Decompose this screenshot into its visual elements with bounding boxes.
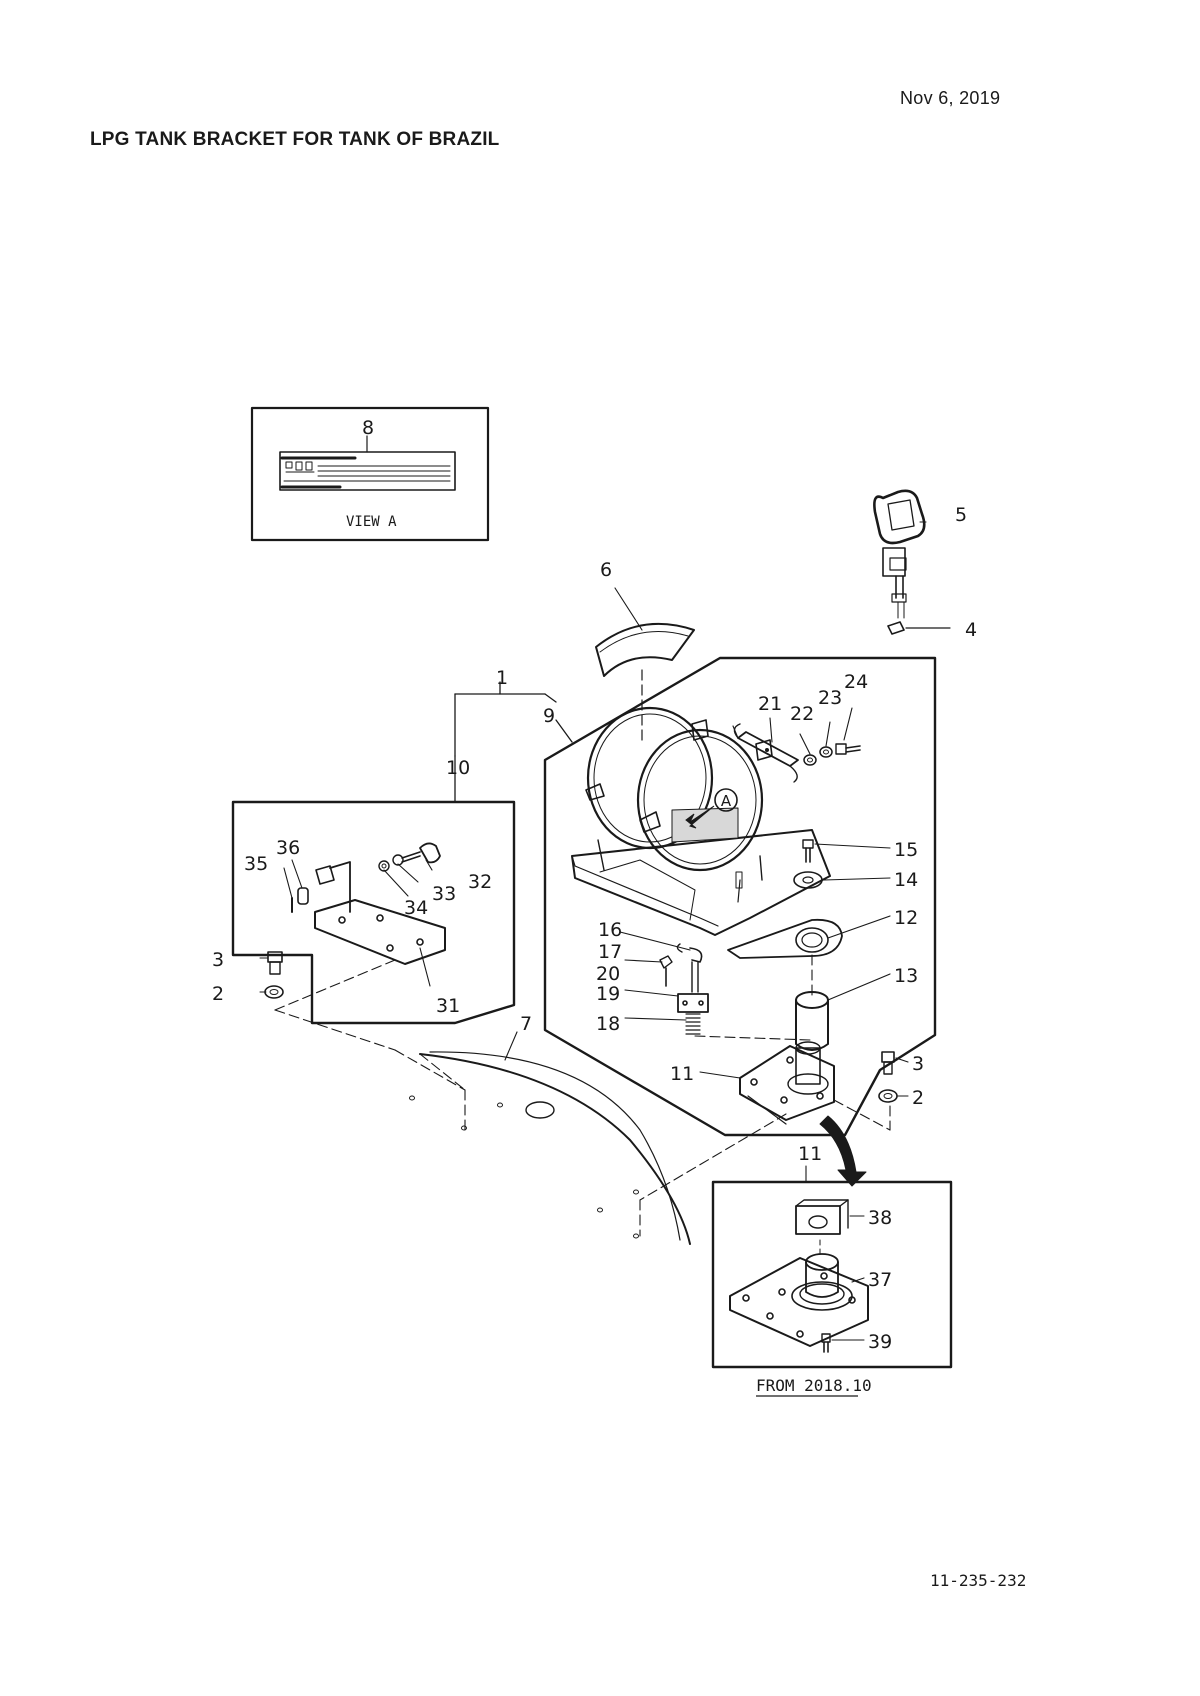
assembly-center-lines	[274, 954, 891, 1237]
callout-39: 39	[868, 1331, 892, 1353]
part-15-screw	[802, 839, 814, 863]
callout-7: 7	[520, 1013, 532, 1035]
callout-34: 34	[404, 897, 428, 919]
callout-3-left: 3	[212, 949, 224, 971]
callout-16: 16	[598, 919, 622, 941]
part-22-washer	[803, 754, 817, 766]
part-32-knob-bolt	[401, 842, 441, 864]
callout-2-left: 2	[212, 983, 224, 1005]
part-23-nut	[819, 746, 833, 758]
part-36-cap	[297, 887, 309, 905]
part-2-washer-right	[878, 1089, 898, 1103]
detail-caption: FROM 2018.10	[756, 1376, 872, 1395]
part-38-cap	[795, 1199, 849, 1257]
leader-lines	[259, 521, 927, 1341]
part-33-nut	[392, 854, 404, 866]
callout-23: 23	[818, 687, 842, 709]
document-date: Nov 6, 2019	[900, 88, 1001, 108]
callout-13: 13	[894, 965, 918, 987]
callout-35: 35	[244, 853, 268, 875]
part-34-washer	[378, 860, 390, 872]
part-9-tank-bracket	[571, 706, 843, 959]
callout-36: 36	[276, 837, 300, 859]
callout-22: 22	[790, 703, 814, 725]
callout-11-detail: 11	[798, 1143, 822, 1165]
label-plate-illustration	[279, 451, 456, 491]
callout-24: 24	[844, 671, 868, 693]
callout-3-right: 3	[912, 1053, 924, 1075]
callout-1: 1	[496, 667, 508, 689]
part-21-strap-plate	[733, 723, 799, 783]
callout-11-main: 11	[670, 1063, 694, 1085]
part-3-bolt-right	[881, 1051, 895, 1075]
callout-38: 38	[868, 1207, 892, 1229]
callout-31: 31	[436, 995, 460, 1017]
part-1-bracket	[454, 681, 573, 803]
part-31-bracket	[314, 861, 446, 965]
part-4-pin-clip	[887, 621, 951, 635]
callout-20: 20	[596, 963, 620, 985]
callout-19: 19	[596, 983, 620, 1005]
page-title: LPG TANK BRACKET FOR TANK OF BRAZIL	[90, 129, 500, 150]
detail-box-outline	[711, 1180, 953, 1369]
part-19-plate	[677, 993, 709, 1013]
view-a-label: VIEW A	[346, 514, 397, 530]
callout-2-right: 2	[912, 1087, 924, 1109]
lever-bracket-region-outline	[231, 800, 516, 1025]
part-7-counterweight	[409, 1051, 691, 1245]
view-a-marker-letter: A	[721, 792, 732, 810]
part-11-mount-base-detail	[729, 1257, 869, 1347]
part-16-pin	[676, 943, 703, 993]
callout-4: 4	[965, 619, 977, 641]
part-39-screw	[821, 1333, 831, 1353]
part-24-bolt	[835, 743, 861, 755]
callout-18: 18	[596, 1013, 620, 1035]
callout-37: 37	[868, 1269, 892, 1291]
part-6-pad	[595, 622, 695, 741]
callout-15: 15	[894, 839, 918, 861]
part-11-mount-base	[739, 1041, 835, 1125]
callout-21: 21	[758, 693, 782, 715]
part-14-washer	[793, 871, 823, 889]
part-18-spring	[685, 1013, 701, 1035]
callout-6: 6	[600, 559, 612, 581]
callout-32: 32	[468, 871, 492, 893]
view-a-marker: A	[685, 788, 738, 829]
part-5-handle-pin	[873, 489, 926, 619]
callout-5: 5	[955, 504, 967, 526]
callout-9: 9	[543, 705, 555, 727]
callout-14: 14	[894, 869, 918, 891]
callout-10: 10	[446, 757, 470, 779]
part-13-bushing	[795, 991, 829, 1051]
part-20-screw	[659, 955, 673, 987]
document-number: 11-235-232	[930, 1571, 1027, 1590]
detail-arrow	[819, 1115, 867, 1187]
callout-12: 12	[894, 907, 918, 929]
part-3-bolt-left	[267, 951, 283, 975]
view-a-inset	[250, 406, 490, 542]
tank-bracket-region-outline	[543, 656, 937, 1137]
callout-8: 8	[362, 417, 374, 439]
part-37-pivot	[791, 1253, 853, 1311]
callout-17: 17	[598, 941, 622, 963]
callout-33: 33	[432, 883, 456, 905]
part-2-washer-left	[264, 985, 284, 999]
